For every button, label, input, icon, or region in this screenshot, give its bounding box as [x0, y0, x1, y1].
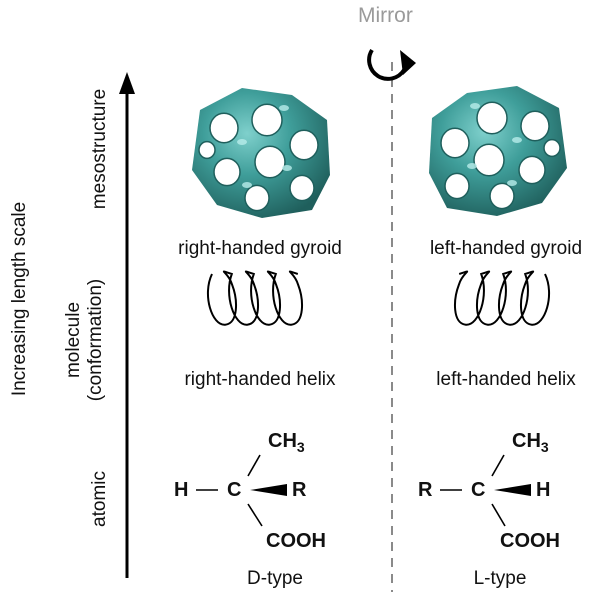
gyroid-highlight — [282, 165, 292, 171]
gyroid-pore — [209, 112, 239, 144]
level-label-atomic: atomic — [89, 471, 110, 527]
gyroid-pore — [520, 110, 550, 142]
gyroid-pore — [440, 127, 470, 159]
left-handed-helix-label: left-handed helix — [436, 369, 576, 390]
d-center-atom: C — [227, 479, 242, 501]
right-handed-helix-label: right-handed helix — [184, 369, 336, 390]
l-type-bonds — [440, 454, 531, 527]
l-bottom-group: COOH — [500, 530, 560, 552]
wedge-bond — [250, 484, 287, 496]
level-label-molecule: molecule (conformation) — [63, 270, 107, 410]
d-top-group-text: CH — [268, 430, 297, 452]
gyroid-pore — [543, 138, 561, 158]
right-handed-gyroid-image — [192, 88, 330, 218]
l-top-subscript: 3 — [540, 439, 549, 455]
gyroid-pore — [444, 172, 470, 200]
axis-title: Increasing length scale — [9, 201, 30, 397]
d-type-bonds — [196, 454, 287, 527]
gyroid-pore — [289, 129, 319, 161]
gyroid-highlight — [512, 137, 522, 143]
gyroid-highlight — [470, 103, 480, 109]
rotate-clockwise-arrow-icon — [367, 48, 416, 81]
l-top-group: CH3 — [512, 430, 549, 455]
level-label-mesostructure: mesostructure — [89, 88, 110, 210]
right-handed-gyroid-label: right-handed gyroid — [178, 238, 342, 259]
d-top-subscript: 3 — [296, 439, 305, 455]
mirror-title: Mirror — [358, 4, 413, 27]
gyroid-pore — [213, 157, 241, 187]
l-type-label: L-type — [473, 568, 527, 589]
l-wedge-group: H — [536, 479, 551, 501]
gyroid-highlight — [507, 180, 517, 186]
gyroid-highlight — [242, 182, 252, 188]
gyroid-highlight — [279, 105, 289, 111]
gyroid-pore — [244, 184, 270, 212]
l-left-group: R — [418, 479, 433, 501]
gyroid-pore — [518, 155, 546, 185]
level-label-molecule-line2: (conformation) — [85, 278, 106, 402]
gyroid-pore — [251, 103, 283, 137]
wedge-bond — [494, 484, 531, 496]
gyroid-highlight — [467, 163, 477, 169]
l-top-group-text: CH — [512, 430, 541, 452]
length-scale-arrow — [119, 72, 135, 578]
right-handed-helix-icon — [207, 270, 303, 326]
d-left-group: H — [174, 479, 189, 501]
gyroid-pore — [476, 101, 508, 135]
d-wedge-group: R — [292, 479, 307, 501]
gyroid-pore — [198, 140, 216, 160]
left-handed-gyroid-label: left-handed gyroid — [429, 238, 583, 259]
l-center-atom: C — [471, 479, 486, 501]
level-label-molecule-line1: molecule — [63, 301, 84, 379]
gyroid-pore — [489, 182, 515, 210]
d-type-label: D-type — [247, 568, 303, 589]
left-handed-gyroid-image — [429, 86, 567, 216]
d-bottom-group: COOH — [266, 530, 326, 552]
gyroid-pore — [289, 174, 315, 202]
left-handed-helix-icon — [454, 270, 550, 326]
d-top-group: CH3 — [268, 430, 305, 455]
gyroid-pore — [254, 145, 286, 179]
gyroid-highlight — [237, 139, 247, 145]
gyroid-pore — [473, 143, 505, 177]
